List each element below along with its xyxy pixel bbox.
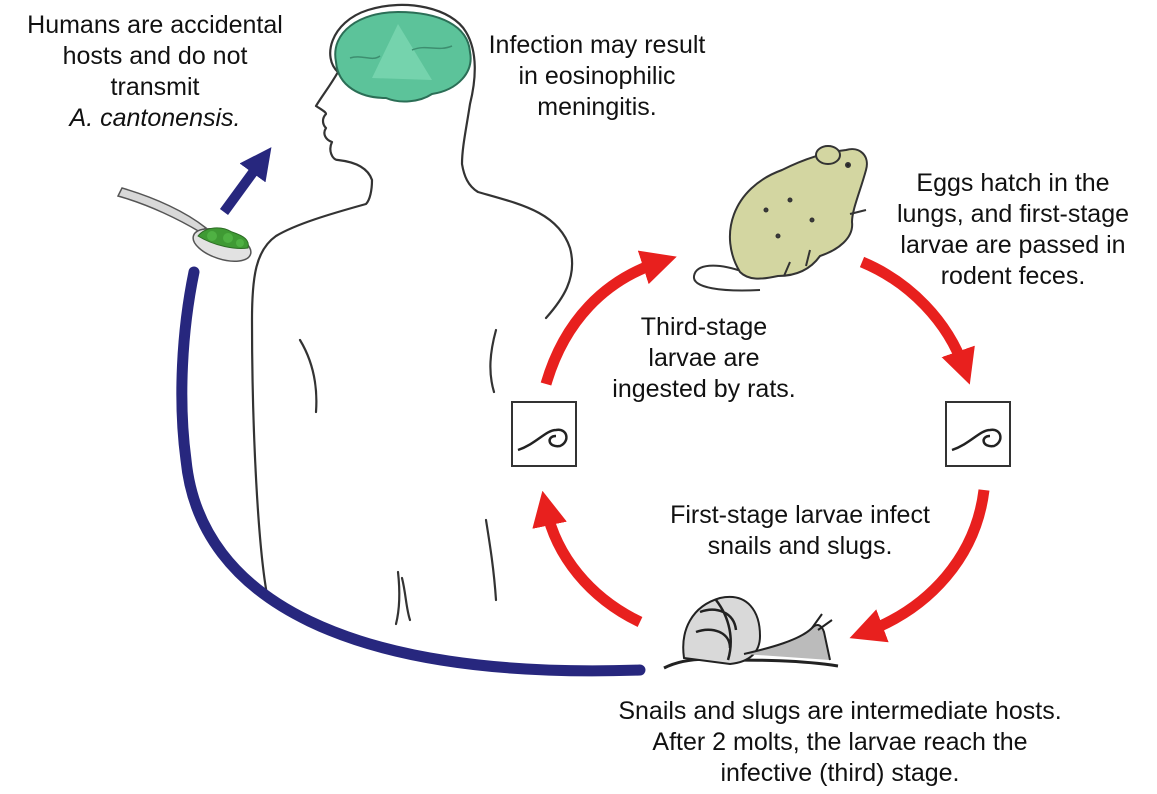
larva-icon xyxy=(512,402,576,466)
label-first-stage-line-1: First-stage larvae infect xyxy=(640,500,960,531)
label-humans-line-3: transmit xyxy=(0,72,310,103)
label-third-stage-line-1: Third-stage xyxy=(578,312,830,343)
brain-icon xyxy=(335,12,470,101)
label-infection-line-3: meningitis. xyxy=(462,92,732,123)
label-eggs-line-1: Eggs hatch in the xyxy=(870,168,1156,199)
label-eggs: Eggs hatch in the lungs, and first-stage… xyxy=(870,168,1156,292)
label-first-stage: First-stage larvae infect snails and slu… xyxy=(640,500,960,562)
snail-icon xyxy=(664,597,838,668)
label-humans-line-1: Humans are accidental xyxy=(0,10,310,41)
label-eggs-line-3: larvae are passed in xyxy=(870,230,1156,261)
label-third-stage-line-2: larvae are xyxy=(578,343,830,374)
label-third-stage: Third-stage larvae are ingested by rats. xyxy=(578,312,830,405)
label-snails-line-3: infective (third) stage. xyxy=(570,758,1110,789)
ingestion-arrow xyxy=(224,160,262,212)
label-snails-line-2: After 2 molts, the larvae reach the xyxy=(570,727,1110,758)
label-first-stage-line-2: snails and slugs. xyxy=(640,531,960,562)
label-snails: Snails and slugs are intermediate hosts.… xyxy=(570,696,1110,789)
label-snails-line-1: Snails and slugs are intermediate hosts. xyxy=(570,696,1110,727)
label-infection-line-1: Infection may result xyxy=(462,30,732,61)
label-infection-line-2: in eosinophilic xyxy=(462,61,732,92)
label-humans-line-4: A. cantonensis. xyxy=(0,103,310,134)
label-eggs-line-2: lungs, and first-stage xyxy=(870,199,1156,230)
label-third-stage-line-3: ingested by rats. xyxy=(578,374,830,405)
label-humans: Humans are accidental hosts and do not t… xyxy=(0,10,310,134)
label-infection: Infection may result in eosinophilic men… xyxy=(462,30,732,123)
label-eggs-line-4: rodent feces. xyxy=(870,261,1156,292)
label-humans-line-2: hosts and do not xyxy=(0,41,310,72)
larva-icon xyxy=(946,402,1010,466)
rat-icon xyxy=(694,146,867,290)
arrow-from-snail xyxy=(546,508,640,622)
